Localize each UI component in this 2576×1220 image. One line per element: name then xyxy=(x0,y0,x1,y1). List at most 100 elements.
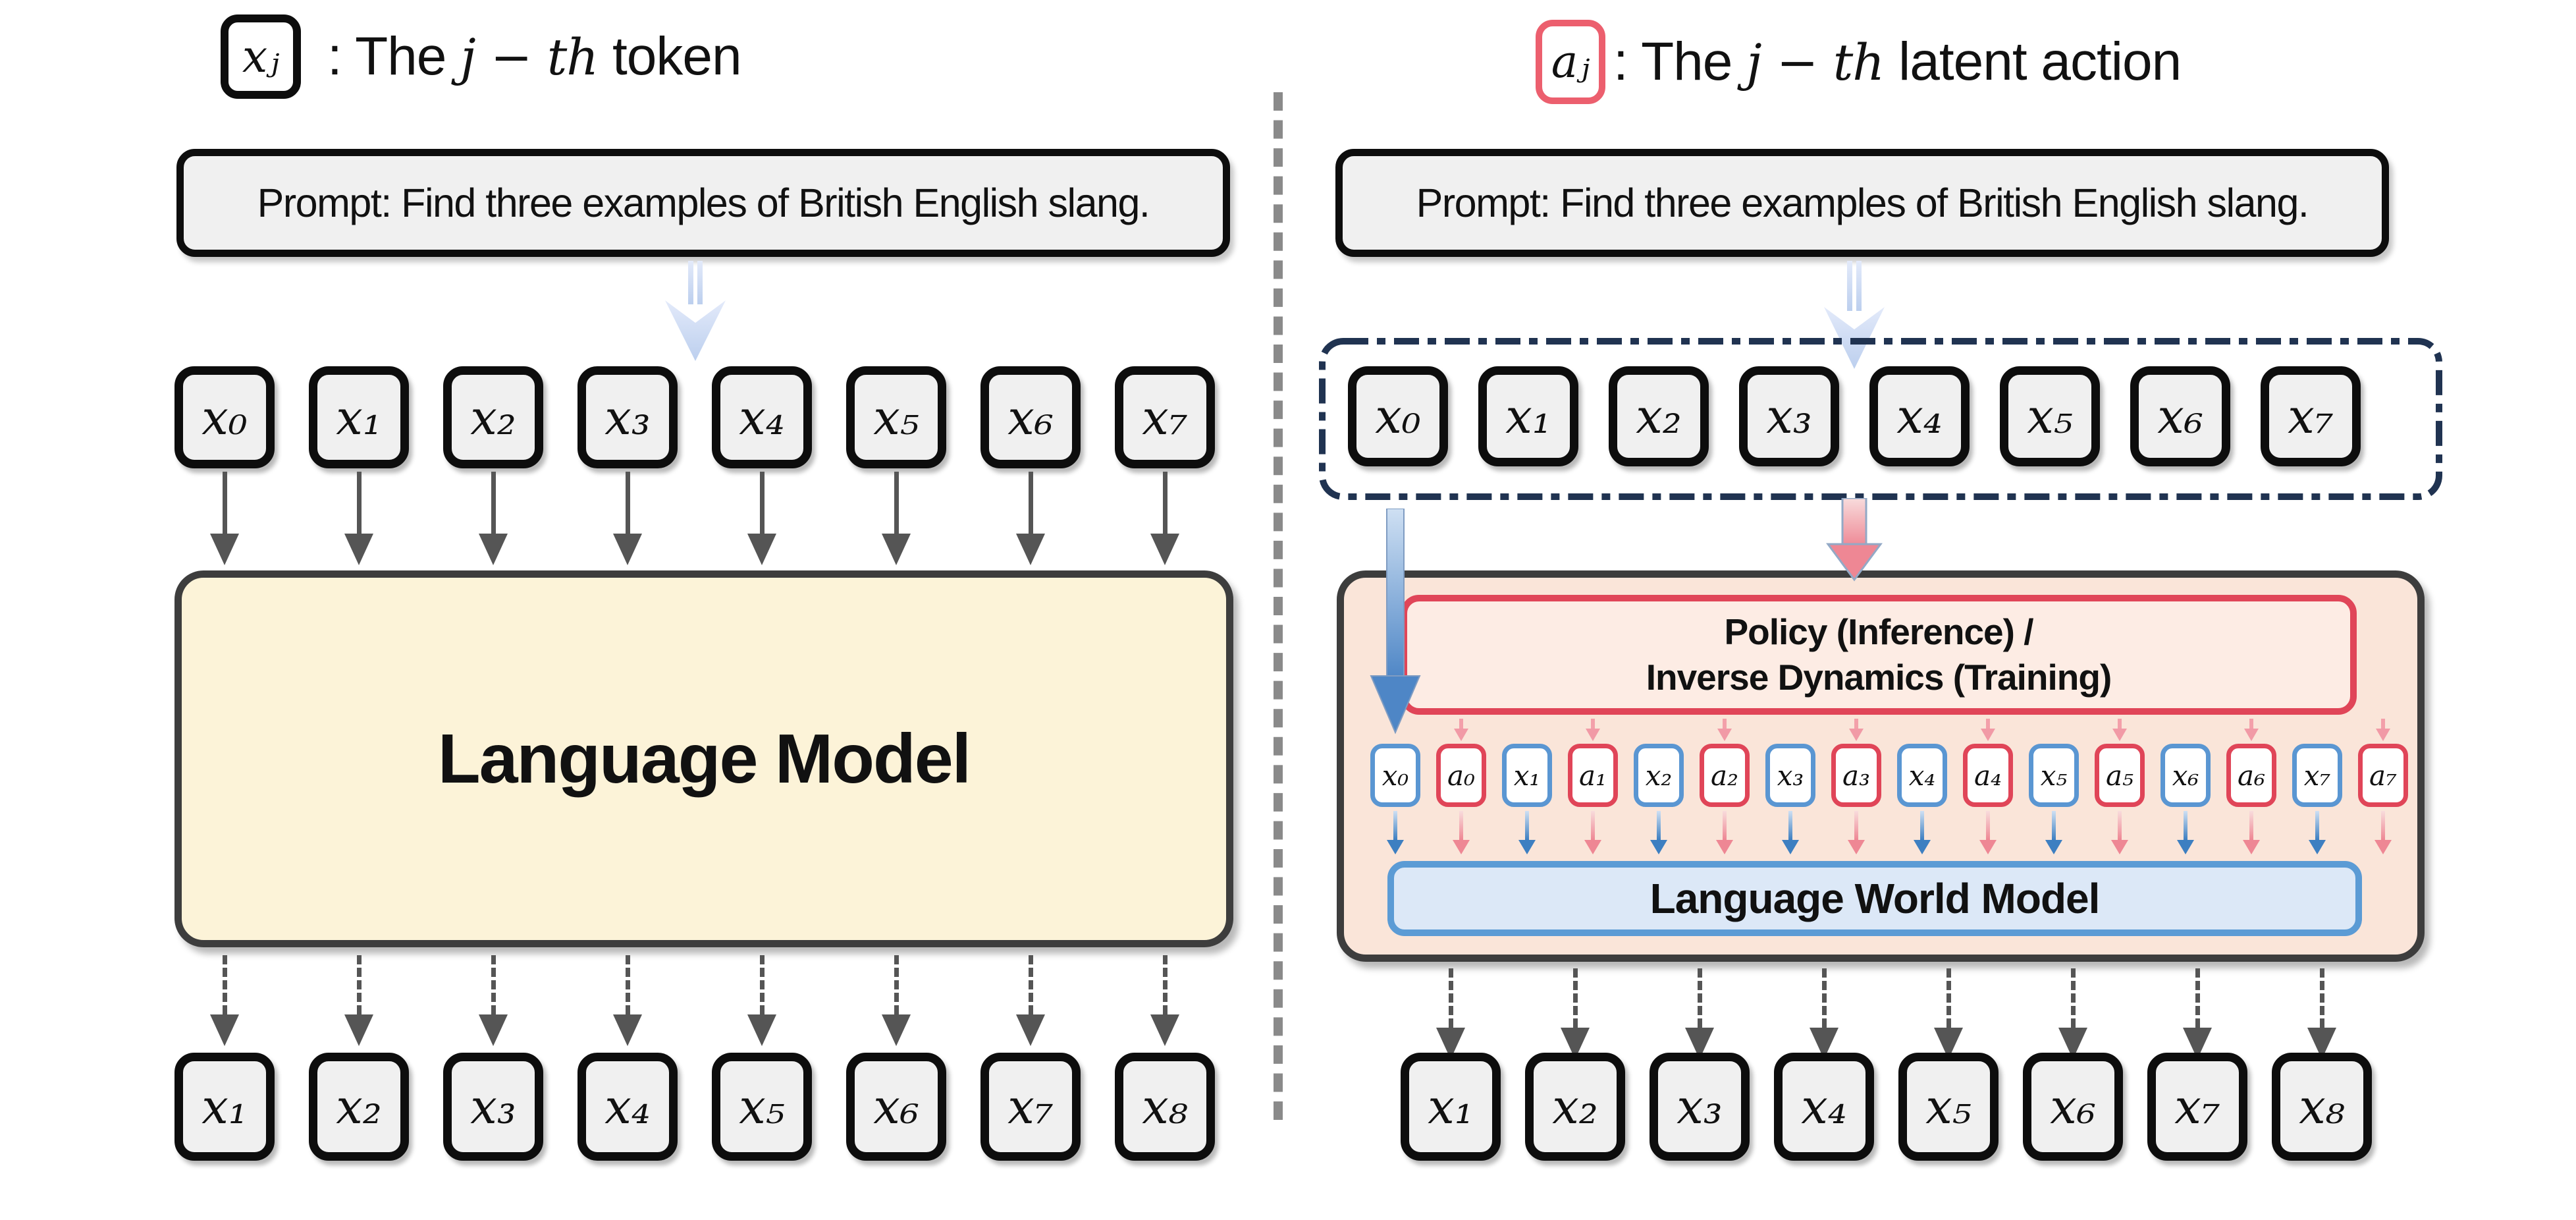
output-token-row: x₁ x₂ x₃ x₄ x₅ x₆ x₇ x₈ xyxy=(174,1053,1215,1161)
latent-action-box: a₄ xyxy=(1963,744,2013,807)
token-box: x₅ xyxy=(2000,366,2100,466)
blue-down-arrow-icon xyxy=(1914,811,1931,854)
output-arrow-row xyxy=(174,955,1215,1046)
token-box: x₄ xyxy=(1897,744,1947,807)
pink-down-arrow-icon xyxy=(1848,811,1865,854)
world-model-container: Policy (Inference) / Inverse Dynamics (T… xyxy=(1337,570,2425,962)
token-box: x₃ xyxy=(577,366,678,468)
policy-output-arrow-row xyxy=(1370,719,2408,741)
dashed-down-arrow-icon xyxy=(1685,968,1714,1059)
input-arrow-row xyxy=(174,472,1215,565)
latent-action-box: a₆ xyxy=(2226,744,2276,807)
down-arrow-icon xyxy=(1150,472,1179,565)
token-box: x₄ xyxy=(577,1053,678,1161)
token-box: x₃ xyxy=(1739,366,1839,466)
blue-down-arrow-icon xyxy=(2177,811,2194,854)
token-box: x₅ xyxy=(712,1053,812,1161)
dashed-down-arrow-icon xyxy=(1150,955,1179,1046)
legend-token-symbol: xⱼ xyxy=(242,30,280,83)
policy-label-line2: Inverse Dynamics (Training) xyxy=(1646,657,2112,698)
panel-divider-dashed-line xyxy=(1274,92,1283,1120)
token-box: x₆ xyxy=(2130,366,2230,466)
prompt-text: Prompt: Find three examples of British E… xyxy=(1416,180,2309,225)
token-box: x₇ xyxy=(1115,366,1215,468)
world-model-input-arrow-row xyxy=(1370,811,2408,854)
pink-down-arrow-icon xyxy=(1981,719,1995,741)
blue-down-arrow-icon xyxy=(2045,811,2062,854)
token-box: x₆ xyxy=(846,1053,946,1161)
latent-action-box: a₃ xyxy=(1831,744,1881,807)
token-box: x₂ xyxy=(1525,1053,1625,1161)
token-box: x₆ xyxy=(980,366,1081,468)
blue-down-arrow-icon xyxy=(1387,811,1404,854)
left-panel-language-model: xⱼ : The j − th token Prompt: Find three… xyxy=(158,0,1251,1220)
legend-token-box: xⱼ xyxy=(221,14,301,99)
legend-token-text: : The j − th token xyxy=(327,26,742,86)
token-box: x₁ xyxy=(309,366,409,468)
pink-down-arrow-icon xyxy=(2375,811,2392,854)
dashed-down-arrow-icon xyxy=(344,955,373,1046)
pink-down-arrow-icon xyxy=(1979,811,1997,854)
dashed-down-arrow-icon xyxy=(1934,968,1963,1059)
token-box: x₈ xyxy=(1115,1053,1215,1161)
language-world-model-label: Language World Model xyxy=(1650,875,2101,922)
prompt-down-arrow-icon xyxy=(665,261,726,361)
dashed-down-arrow-icon xyxy=(2183,968,2212,1059)
blue-down-arrow-icon xyxy=(1518,811,1536,854)
dashed-down-arrow-icon xyxy=(2307,968,2336,1059)
token-box: x₅ xyxy=(2029,744,2079,807)
latent-action-box: a₀ xyxy=(1436,744,1486,807)
token-box: x₈ xyxy=(2272,1053,2372,1161)
token-box: x₆ xyxy=(2023,1053,2123,1161)
prompt-text: Prompt: Find three examples of British E… xyxy=(257,180,1150,225)
prompt-box: Prompt: Find three examples of British E… xyxy=(176,149,1230,257)
down-arrow-icon xyxy=(882,472,911,565)
language-model-label: Language Model xyxy=(437,719,971,798)
token-box: x₁ xyxy=(1478,366,1578,466)
token-box: x₇ xyxy=(2292,744,2342,807)
token-box: x₃ xyxy=(443,1053,543,1161)
token-box: x₁ xyxy=(174,1053,275,1161)
dashed-down-arrow-icon xyxy=(1016,955,1045,1046)
down-arrow-icon xyxy=(344,472,373,565)
token-box: x₂ xyxy=(443,366,543,468)
latent-action-box: a₅ xyxy=(2095,744,2145,807)
token-box: x₄ xyxy=(712,366,812,468)
pink-down-arrow-icon xyxy=(2111,811,2128,854)
pink-down-arrow-icon xyxy=(1453,811,1470,854)
pink-down-arrow-icon xyxy=(1849,719,1864,741)
latent-action-box: a₇ xyxy=(2358,744,2408,807)
legend-latent-action-box: aⱼ xyxy=(1536,20,1605,104)
down-arrow-icon xyxy=(1016,472,1045,565)
input-token-row: x₀ x₁ x₂ x₃ x₄ x₅ x₆ x₇ xyxy=(1348,366,2361,466)
language-model-box: Language Model xyxy=(174,570,1233,947)
pink-down-arrow-icon xyxy=(2376,719,2390,741)
down-arrow-icon xyxy=(479,472,508,565)
blue-down-arrow-icon xyxy=(1650,811,1667,854)
blue-down-arrow-icon xyxy=(1782,811,1799,854)
token-box: x₇ xyxy=(980,1053,1081,1161)
dashed-down-arrow-icon xyxy=(747,955,776,1046)
token-box: x₀ xyxy=(174,366,275,468)
pink-down-arrow-icon xyxy=(1717,719,1732,741)
dashed-down-arrow-icon xyxy=(210,955,239,1046)
pink-down-arrow-icon xyxy=(2244,719,2259,741)
blue-down-arrow-icon xyxy=(2309,811,2326,854)
input-token-row: x₀ x₁ x₂ x₃ x₄ x₅ x₆ x₇ xyxy=(174,366,1215,468)
dashed-down-arrow-icon xyxy=(1436,968,1465,1059)
legend-token: xⱼ : The j − th token xyxy=(221,14,742,99)
down-arrow-icon xyxy=(747,472,776,565)
token-box: x₁ xyxy=(1401,1053,1501,1161)
policy-label-line1: Policy (Inference) / xyxy=(1724,611,2033,653)
token-box: x₆ xyxy=(2160,744,2211,807)
dashed-down-arrow-icon xyxy=(479,955,508,1046)
policy-box: Policy (Inference) / Inverse Dynamics (T… xyxy=(1401,595,2357,715)
token-box: x₀ xyxy=(1370,744,1420,807)
dashed-down-arrow-icon xyxy=(882,955,911,1046)
down-arrow-icon xyxy=(210,472,239,565)
dashed-down-arrow-icon xyxy=(2058,968,2087,1059)
output-token-row: x₁ x₂ x₃ x₄ x₅ x₆ x₇ x₈ xyxy=(1401,1053,2372,1161)
token-box: x₇ xyxy=(2261,366,2361,466)
right-panel-language-world-model: aⱼ : The j − th latent action Prompt: Fi… xyxy=(1317,0,2444,1220)
